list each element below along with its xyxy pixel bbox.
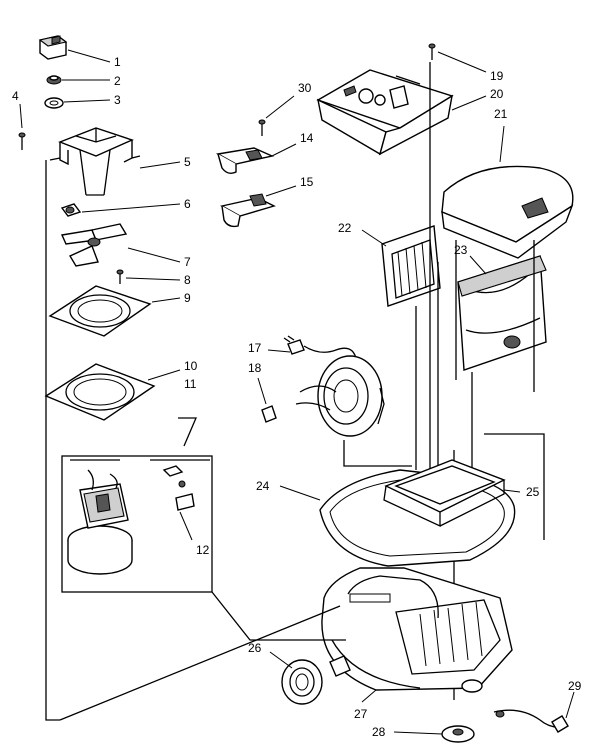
part-2-nut	[46, 75, 62, 85]
part-10-ring	[44, 363, 156, 421]
part-11-motor-assembly	[61, 455, 213, 593]
callout-20: 20	[490, 87, 504, 101]
callout-2: 2	[114, 74, 121, 88]
callout-6: 6	[184, 197, 191, 211]
callout-22: 22	[338, 221, 352, 235]
callout-21: 21	[494, 107, 508, 121]
callout-19: 19	[490, 69, 504, 83]
part-1-switch	[38, 35, 68, 60]
callout-28: 28	[372, 725, 386, 739]
callout-5: 5	[184, 155, 191, 169]
part-6-hub	[60, 203, 82, 217]
callout-9: 9	[184, 291, 191, 305]
callout-24: 24	[256, 479, 270, 493]
part-19-screw	[428, 43, 436, 60]
part-3-washer	[44, 97, 64, 109]
callout-26: 26	[248, 641, 262, 655]
part-9-plate	[48, 285, 152, 337]
part-7-fan	[60, 223, 128, 267]
part-8-screw	[116, 269, 124, 284]
part-17-cord-plug	[283, 335, 357, 359]
part-4-screw	[18, 132, 26, 150]
callout-3: 3	[114, 93, 121, 107]
part-18-cord-reel	[261, 355, 385, 437]
callout-15: 15	[300, 175, 314, 189]
part-26-wheel	[281, 655, 351, 705]
callout-23: 23	[454, 243, 468, 257]
part-15-latch	[220, 193, 276, 228]
callout-30: 30	[298, 81, 312, 95]
part-27-canister	[321, 567, 513, 693]
callout-11: 11	[184, 377, 197, 391]
callout-12: 12	[196, 543, 210, 557]
part-22-filter	[381, 225, 441, 307]
part-5-bracket	[49, 127, 141, 196]
part-30-screw	[258, 119, 266, 136]
part-14-latch	[215, 147, 275, 175]
callout-17: 17	[248, 341, 262, 355]
part-29-wire	[493, 709, 569, 733]
callout-1: 1	[114, 55, 121, 69]
part-25-filter-frame	[383, 459, 506, 528]
callout-29: 29	[568, 679, 582, 693]
callout-18: 18	[248, 361, 262, 375]
callout-4: 4	[12, 89, 19, 103]
callout-10: 10	[184, 359, 198, 373]
part-23-dust-bag	[457, 255, 547, 371]
part-20-handle-housing	[316, 69, 454, 156]
callout-25: 25	[526, 485, 540, 499]
callout-8: 8	[184, 273, 191, 287]
part-21-lid	[441, 165, 574, 259]
callout-14: 14	[300, 131, 314, 145]
part-28-caster	[441, 725, 475, 743]
callout-27: 27	[354, 707, 368, 721]
callout-7: 7	[184, 255, 191, 269]
